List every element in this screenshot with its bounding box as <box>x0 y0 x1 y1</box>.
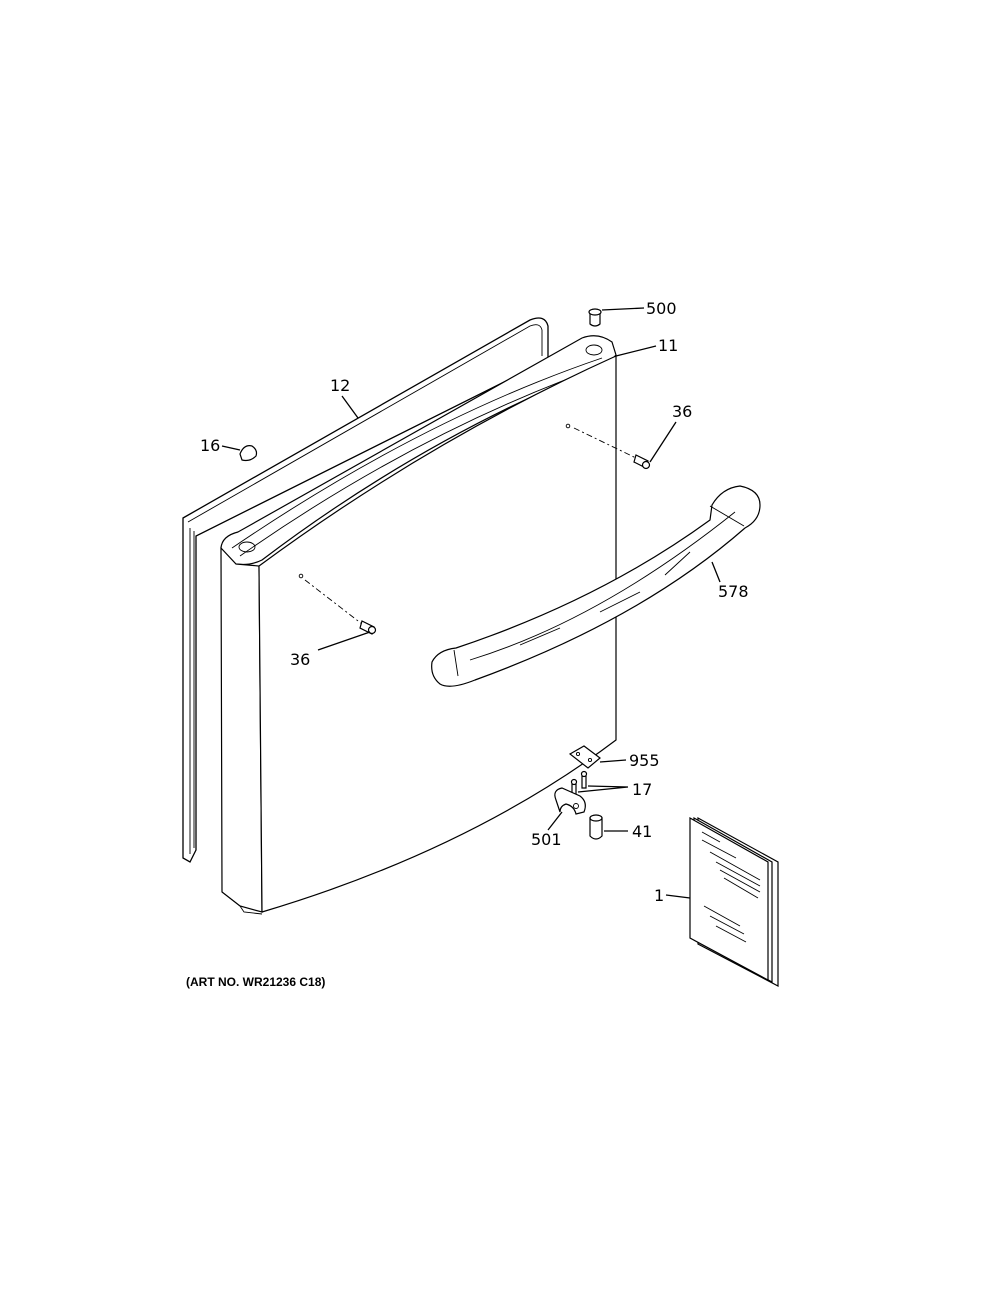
hinge-501 <box>554 787 586 815</box>
callout-12: 12 <box>330 376 350 395</box>
bushing-41 <box>589 814 603 840</box>
screw-36-upper <box>573 427 651 470</box>
screw-36-lower <box>304 579 377 635</box>
callout-578: 578 <box>718 582 749 601</box>
callout-500: 500 <box>646 299 677 318</box>
callout-17: 17 <box>632 780 652 799</box>
callout-1: 1 <box>654 886 664 905</box>
door-gasket <box>182 317 549 863</box>
hinge-955 <box>568 745 601 769</box>
leader-lines <box>221 307 721 899</box>
callout-16: 16 <box>200 436 220 455</box>
door-handle <box>431 485 761 687</box>
callout-36-upper: 36 <box>672 402 692 421</box>
plug-500 <box>588 308 602 327</box>
callout-955: 955 <box>629 751 660 770</box>
callout-41: 41 <box>632 822 652 841</box>
callout-501: 501 <box>531 830 562 849</box>
plug-16 <box>239 445 258 462</box>
callout-11: 11 <box>658 336 678 355</box>
art-number: (ART NO. WR21236 C18) <box>186 975 325 989</box>
owner-manual <box>689 816 779 987</box>
door-panel <box>220 335 617 915</box>
callout-36-lower: 36 <box>290 650 310 669</box>
